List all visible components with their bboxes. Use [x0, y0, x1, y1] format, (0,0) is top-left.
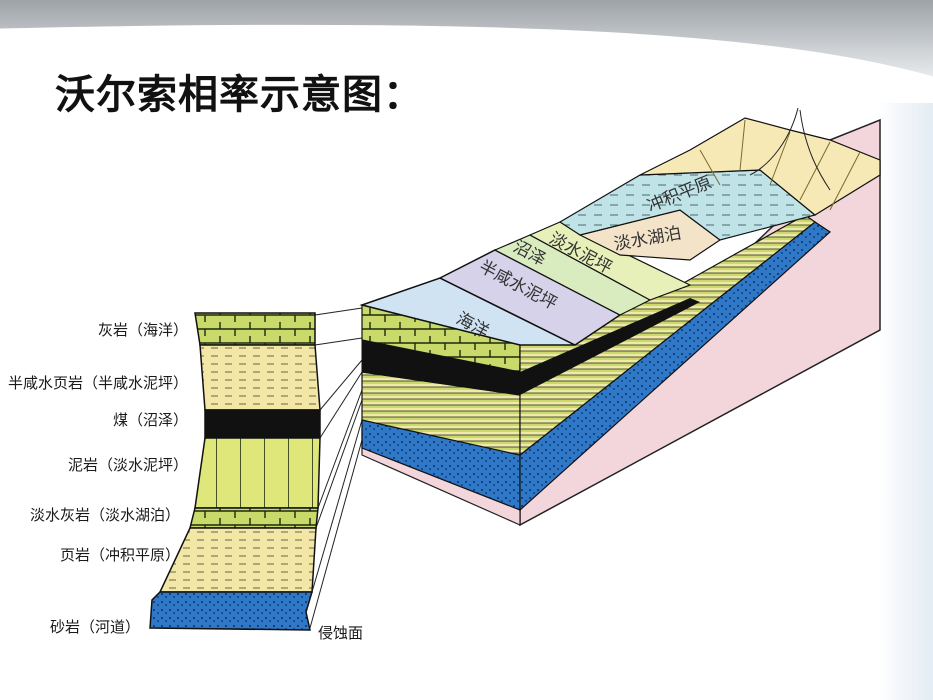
label-limestone: 灰岩（海洋）: [98, 321, 188, 339]
block-diagram: [359, 107, 881, 527]
column-labels: 灰岩（海洋） 半咸水页岩（半咸水泥坪） 煤（沼泽） 泥岩（淡水泥坪） 淡水灰岩（…: [8, 321, 363, 642]
mountain-ridges: [699, 119, 861, 211]
block-coal-side: [520, 298, 700, 395]
right-side-panel: [878, 103, 933, 700]
mountain-range: [639, 117, 881, 216]
title-band-decoration: [0, 0, 933, 80]
freshwater-mudflat-surface: [528, 221, 692, 301]
column-limestone-layer: [194, 312, 316, 346]
label-sandstone: 砂岩（河道）: [50, 618, 140, 636]
label-freshwater-limestone: 淡水灰岩（淡水湖泊）: [30, 506, 180, 524]
column-brackish-shale-layer: [199, 344, 321, 411]
label-brackish-shale: 半咸水页岩（半咸水泥坪）: [8, 374, 188, 392]
label-coal: 煤（沼泽）: [113, 411, 188, 429]
column-sandstone-layer: [149, 591, 314, 631]
label-erosion-surface: 侵蚀面: [318, 624, 363, 642]
column-freshwater-limestone-layer: [189, 507, 319, 529]
label-shale: 页岩（冲积平原）: [60, 546, 180, 564]
column-shale-layer: [158, 527, 317, 593]
river-channels: [749, 107, 831, 191]
slide-title: 沃尔索相率示意图：: [55, 72, 424, 118]
column-coal-layer: [204, 409, 321, 439]
label-mudstone: 泥岩（淡水泥坪）: [68, 456, 188, 474]
correlation-lines: [309, 307, 363, 629]
column-mudstone-layer: [194, 437, 321, 509]
walther-facies-diagram: 灰岩（海洋） 半咸水页岩（半咸水泥坪） 煤（沼泽） 泥岩（淡水泥坪） 淡水灰岩（…: [8, 107, 881, 642]
